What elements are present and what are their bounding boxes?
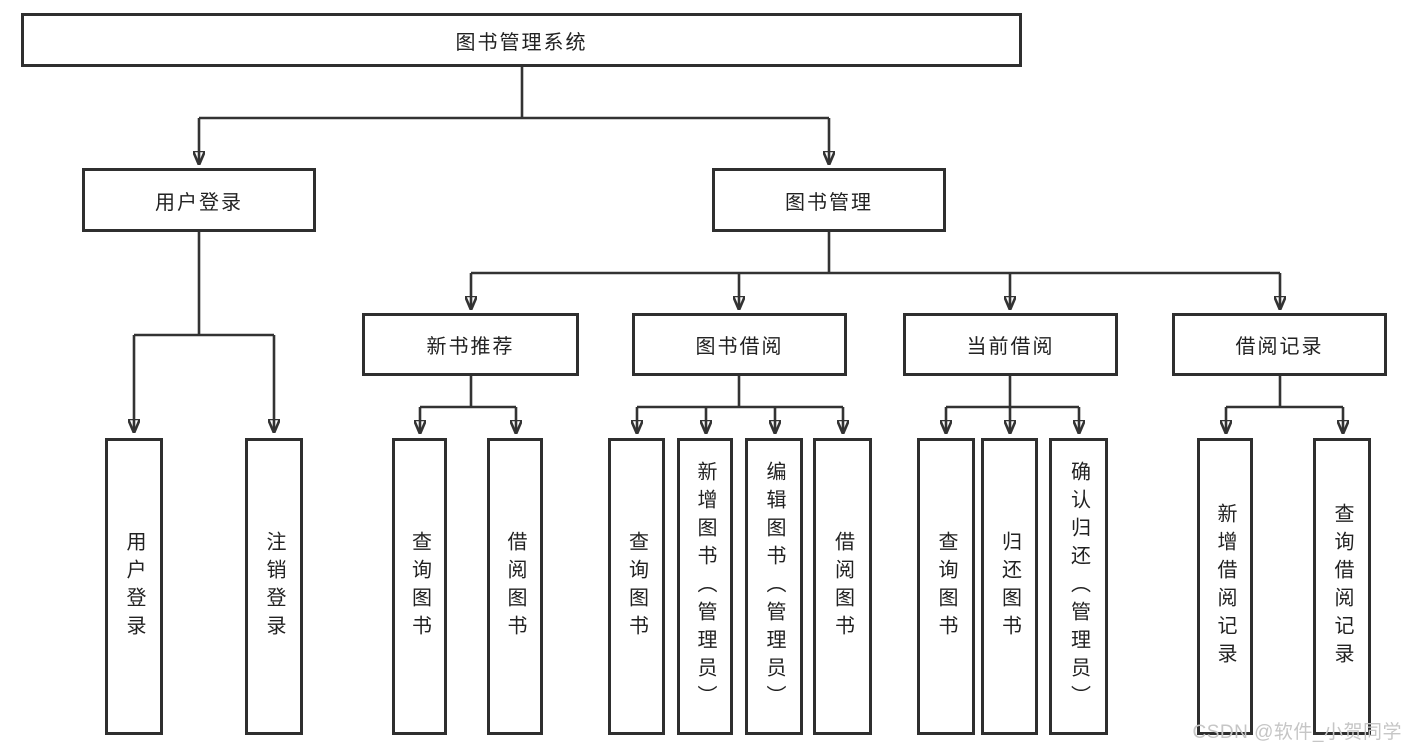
leaf-current-query-book-label: 查询图书: [935, 530, 957, 643]
node-book-management-label: 图书管理: [785, 191, 873, 214]
leaf-query-borrow-record: 查询借阅记录: [1313, 438, 1371, 735]
leaf-newbooks-borrow-book-label: 借阅图书: [504, 530, 526, 643]
leaf-newbooks-query-book-label: 查询图书: [408, 530, 431, 643]
leaf-newbooks-query-book: 查询图书: [392, 438, 447, 735]
leaf-user-login-label: 用户登录: [123, 530, 145, 643]
leaf-current-query-book: 查询图书: [917, 438, 975, 735]
leaf-query-borrow-record-label: 查询借阅记录: [1331, 502, 1353, 671]
node-user-login-label: 用户登录: [155, 191, 243, 214]
leaf-add-book-admin: 新增图书（管理员）: [677, 438, 733, 735]
node-new-book-recommend: 新书推荐: [362, 313, 579, 376]
csdn-watermark: CSDN @软件_小贺同学: [1192, 722, 1402, 743]
node-borrow-records: 借阅记录: [1172, 313, 1387, 376]
leaf-edit-book-admin-label: 编辑图书（管理员）: [763, 460, 785, 713]
leaf-add-book-admin-label: 新增图书（管理员）: [694, 460, 716, 713]
node-book-borrow: 图书借阅: [632, 313, 847, 376]
leaf-logout-label: 注销登录: [263, 530, 285, 643]
node-root-label: 图书管理系统: [455, 31, 588, 54]
leaf-edit-book-admin: 编辑图书（管理员）: [745, 438, 803, 735]
node-new-book-recommend-label: 新书推荐: [426, 336, 515, 358]
leaf-return-book-label: 归还图书: [998, 530, 1021, 643]
leaf-borrow-query-book-label: 查询图书: [625, 530, 648, 643]
node-book-management: 图书管理: [712, 168, 946, 232]
node-root: 图书管理系统: [21, 13, 1022, 67]
node-borrow-records-label: 借阅记录: [1235, 336, 1324, 358]
leaf-return-book: 归还图书: [981, 438, 1038, 735]
leaf-logout: 注销登录: [245, 438, 303, 735]
leaf-user-login: 用户登录: [105, 438, 163, 735]
leaf-add-borrow-record: 新增借阅记录: [1197, 438, 1253, 735]
leaf-borrow-query-book: 查询图书: [608, 438, 665, 735]
leaf-borrow-book: 借阅图书: [813, 438, 872, 735]
node-book-borrow-label: 图书借阅: [695, 336, 784, 358]
node-user-login: 用户登录: [82, 168, 316, 232]
node-current-borrow: 当前借阅: [903, 313, 1118, 376]
leaf-confirm-return-admin-label: 确认归还（管理员）: [1067, 460, 1090, 713]
leaf-add-borrow-record-label: 新增借阅记录: [1214, 502, 1236, 671]
node-current-borrow-label: 当前借阅: [966, 336, 1055, 358]
leaf-newbooks-borrow-book: 借阅图书: [487, 438, 543, 735]
leaf-borrow-book-label: 借阅图书: [831, 530, 854, 643]
leaf-confirm-return-admin: 确认归还（管理员）: [1049, 438, 1108, 735]
